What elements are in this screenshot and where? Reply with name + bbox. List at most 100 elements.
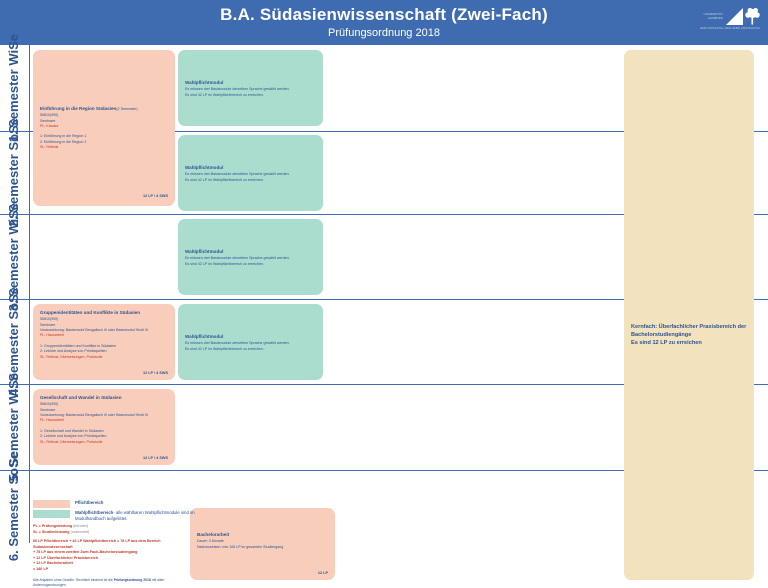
legend-key-pl-note: (benotet) (73, 524, 88, 529)
legend-key-sl-text: SL = Studienleistung (33, 529, 70, 534)
module-prerequisite: Voraussetzung: Basismodul Bengalisch III… (40, 412, 148, 417)
elective-title: Wahlpflichtmodul (185, 165, 224, 170)
logo-square-icon (726, 8, 743, 25)
elective-line-1: Es müssen drei Basismodule derselben Spr… (185, 341, 290, 346)
legend-key-pl-text: PL = Prüfungsleistung (33, 524, 73, 529)
page-subtitle: Prüfungsordnung 2018 (328, 26, 440, 39)
row-divider-1 (30, 131, 768, 132)
legend-wahlpflicht-note: - alle wählbaren Wahlpflichtmodule sind … (75, 510, 195, 521)
logo-wordmark: UNIVERSITÄT HAMBURG (704, 13, 723, 21)
practice-area-card[interactable]: Kernfach: Überfachlicher Praxisbereich d… (624, 50, 754, 580)
thesis-title: Bachelorarbeit (197, 532, 230, 537)
elective-title: Wahlpflichtmodul (185, 249, 224, 254)
module-study-achievement: SL: Referat, Übersetzungen, Protokolle (40, 354, 103, 359)
legend-label-pflicht: Pflichtbereich (75, 500, 104, 505)
elective-line-1: Es müssen drei Basismodule derselben Spr… (185, 172, 290, 177)
page-title: B.A. Südasienwissenschaft (Zwei-Fach) (220, 5, 548, 25)
module-exam: PL: Klausur (40, 123, 59, 128)
module-card-einfuehrung[interactable]: Einführung in die Region Südasien(2 Seme… (33, 50, 175, 206)
elective-card-semester-2[interactable]: Wahlpflichtmodul Es müssen drei Basismod… (178, 135, 323, 211)
semester-6-nr: 6. Semester (6, 488, 22, 562)
module-card-gruppenidentitaeten[interactable]: Gruppenidentitäten und Konflikte in Süda… (33, 304, 175, 380)
logo-caption-text: DER FORSCHUNG | DER LEHRE | DER BILDUNG (700, 27, 760, 30)
elective-line-1: Es müssen drei Basismodule derselben Spr… (185, 256, 290, 261)
module-item: 2: Lektüre und Analyse von Primärquellen (40, 434, 107, 439)
logo-tree-icon (745, 8, 760, 25)
module-title: Gesellschaft und Wandel in Südasien (40, 395, 122, 400)
module-item: 2: Einführung in die Region 2 (40, 139, 87, 144)
semester-3-term: WiSe (6, 202, 22, 235)
elective-line-2: Es sind 42 LP im Wahlpflichtbereich zu e… (185, 346, 264, 351)
row-divider-5 (30, 470, 768, 471)
elective-line-2: Es sind 42 LP im Wahlpflichtbereich zu e… (185, 92, 264, 97)
practice-line-3: Es sind 12 LP zu erreichen (631, 340, 702, 347)
credit-sum-line: = 180 LP (33, 566, 49, 571)
module-code: 55810(900) (40, 402, 59, 407)
semester-row-6: 6. Semester SoSe (0, 452, 29, 561)
module-type: Seminare (40, 118, 56, 123)
module-code: 55810(900) (40, 113, 59, 118)
module-title-sub: (2 Semester) (116, 107, 138, 111)
legend-credit-summary: 66 LP Pflichtbereich + 42 LP Wahlpflicht… (33, 539, 198, 572)
page-header: B.A. Südasienwissenschaft (Zwei-Fach) Pr… (0, 0, 768, 45)
semester-column: 1. Semester WiSe 2. Semester SoSe 3. Sem… (0, 34, 30, 562)
module-card-bachelorarbeit[interactable]: Bachelorarbeit Dauer: 3 Monate Nachzuwei… (190, 508, 335, 580)
legend-row-pflicht: Pflichtbereich (33, 500, 198, 508)
study-plan-grid: 1. Semester WiSe 2. Semester SoSe 3. Sem… (0, 34, 768, 587)
elective-line-2: Es sind 42 LP im Wahlpflichtbereich zu e… (185, 261, 264, 266)
credit-sum-line: 66 LP Pflichtbereich + 42 LP Wahlpflicht… (33, 539, 161, 549)
module-exam: PL: Hausarbeit (40, 333, 64, 338)
legend-key-sl: SL = Studienleistung (unbenotet) (33, 530, 198, 536)
module-type: Seminare (40, 322, 56, 327)
semester-6-term: SoSe (6, 452, 22, 485)
semester-4-term: SoSe (6, 287, 22, 320)
semester-2-term: SoSe (6, 118, 22, 151)
module-item: 1: Einführung in die Region 1 (40, 134, 87, 139)
semester-1-term: WiSe (6, 33, 22, 66)
module-study-achievement: SL: Referat, Übersetzungen, Protokolle (40, 439, 103, 444)
module-card-gesellschaft[interactable]: Gesellschaft und Wandel in Südasien 5581… (33, 389, 175, 465)
practice-line-2: Bachelorstudiengänge (631, 332, 692, 339)
legend-key-sl-note: (unbenotet) (70, 529, 90, 534)
row-separators (30, 45, 768, 543)
legend-label-wahlpflicht: Wahlpflichtbereich- alle wählbaren Wahlp… (75, 510, 198, 521)
module-credits: 12 LP / 4 SWS (142, 194, 168, 198)
thesis-requirement: Nachzuweisen: min.108 LP im gesamten Stu… (197, 544, 284, 549)
logo-mark (726, 8, 760, 25)
thesis-credits: 12 LP (317, 571, 328, 575)
elective-card-semester-1[interactable]: Wahlpflichtmodul Es müssen drei Basismod… (178, 50, 323, 126)
elective-card-semester-3[interactable]: Wahlpflichtmodul Es müssen drei Basismod… (178, 219, 323, 295)
module-title: Gruppenidentitäten und Konflikte in Süda… (40, 310, 141, 315)
semester-row-3: 3. Semester WiSe (0, 203, 29, 311)
module-prerequisite: Voraussetzung: Basismodul Bengalisch III… (40, 327, 148, 332)
elective-title: Wahlpflichtmodul (185, 334, 224, 339)
logo-line-2: HAMBURG (708, 16, 723, 20)
footer-regulation: Prüfungsordnung 2018 (113, 577, 151, 582)
semester-label-6: 6. Semester SoSe (6, 452, 22, 562)
module-item: 2: Lektüre und Analyse von Primärquellen (40, 349, 107, 354)
logo-line-1: UNIVERSITÄT (703, 12, 723, 16)
module-item: 1: Gruppenidentitäten und Konflikte in S… (40, 343, 117, 348)
semester-row-5: 5. Semester WiSe (0, 373, 29, 482)
legend-swatch-wahlpflicht (33, 510, 70, 518)
legend-footer: Alle Angaben ohne Gewähr. Rechtlich bind… (33, 578, 198, 588)
university-logo: UNIVERSITÄT HAMBURG (704, 8, 760, 25)
elective-line-1: Es müssen drei Basismodule derselben Spr… (185, 87, 290, 92)
elective-card-semester-4[interactable]: Wahlpflichtmodul Es müssen drei Basismod… (178, 304, 323, 380)
semester-row-1: 1. Semester WiSe (0, 34, 29, 142)
module-item: 1: Gesellschaft und Wandel in Südasien (40, 428, 104, 433)
module-study-achievement: SL: Referat (40, 145, 59, 150)
thesis-duration: Dauer: 3 Monate (197, 539, 224, 544)
module-type: Seminare (40, 407, 56, 412)
semester-row-4: 4. Semester SoSe (0, 287, 29, 397)
practice-line-1: Kernfach: Überfachlicher Praxisbereich d… (631, 324, 747, 330)
semester-5-term: WiSe (6, 373, 22, 406)
module-title: Einführung in die Region Südasien(2 Seme… (40, 106, 168, 112)
semester-row-2: 2. Semester SoSe (0, 118, 29, 228)
module-credits: 12 LP / 4 SWS (142, 371, 168, 375)
module-code: 55810(900) (40, 317, 59, 322)
module-credits: 12 LP / 4 SWS (142, 456, 168, 460)
elective-line-2: Es sind 42 LP im Wahlpflichtbereich zu e… (185, 177, 264, 182)
legend-swatch-pflicht (33, 500, 70, 508)
legend: Pflichtbereich Wahlpflichtbereich- alle … (33, 500, 198, 588)
